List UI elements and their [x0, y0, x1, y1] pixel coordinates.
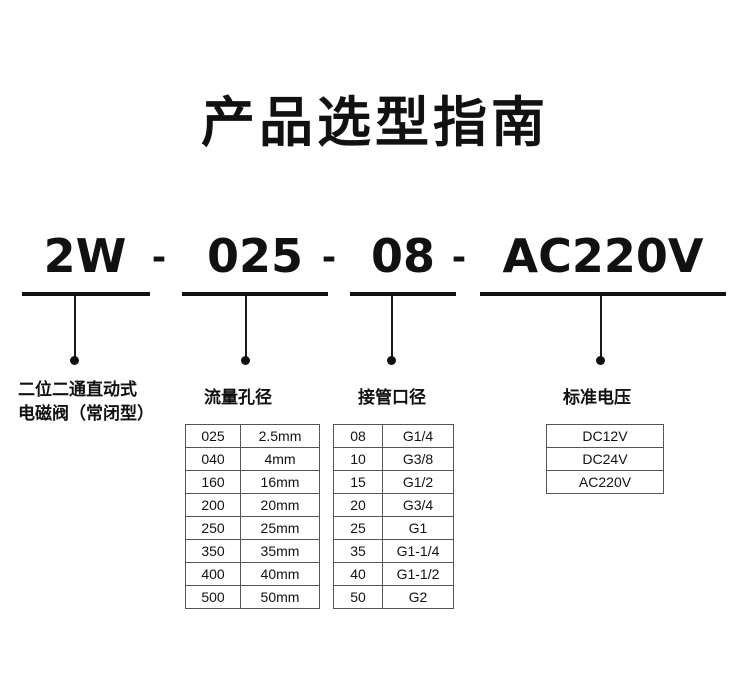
cell-code: 15: [333, 470, 383, 494]
cell-value: 50mm: [240, 585, 320, 609]
caption-voltage: 标准电压: [563, 388, 631, 408]
model-separator-1: -: [152, 232, 166, 279]
cell-code: 200: [185, 493, 241, 517]
cell-code: 500: [185, 585, 241, 609]
cell-value: G3/4: [382, 493, 454, 517]
underline-series: [22, 292, 150, 296]
model-code-row: 2W - 025 - 08 - AC220V: [0, 228, 750, 290]
table-row: DC24V: [546, 447, 664, 471]
cell-value: 16mm: [240, 470, 320, 494]
leader-dot-voltage: [596, 356, 605, 365]
model-segment-series: 2W: [43, 229, 127, 283]
cell-code: 10: [333, 447, 383, 471]
table-row: AC220V: [546, 470, 664, 494]
cell-value: 4mm: [240, 447, 320, 471]
model-separator-3: -: [452, 232, 466, 279]
cell-code: 08: [333, 424, 383, 448]
leader-dot-port: [387, 356, 396, 365]
cell-code: DC12V: [546, 424, 664, 448]
leader-dot-series: [70, 356, 79, 365]
leader-line-series: [74, 296, 76, 360]
cell-value: 40mm: [240, 562, 320, 586]
model-segment-flow: 025: [206, 229, 304, 283]
cell-code: 20: [333, 493, 383, 517]
cell-value: G1-1/4: [382, 539, 454, 563]
caption-series-line1: 二位二通直动式: [18, 380, 137, 400]
caption-series-line2: 电磁阀（常闭型）: [18, 404, 154, 424]
cell-value: G1/2: [382, 470, 454, 494]
caption-flow: 流量孔径: [204, 388, 272, 408]
cell-code: 350: [185, 539, 241, 563]
cell-code: 025: [185, 424, 241, 448]
cell-code: 250: [185, 516, 241, 540]
cell-code: DC24V: [546, 447, 664, 471]
underline-voltage: [480, 292, 726, 296]
caption-port: 接管口径: [358, 388, 426, 408]
leader-line-flow: [245, 296, 247, 360]
cell-value: G3/8: [382, 447, 454, 471]
model-segment-voltage: AC220V: [502, 229, 704, 283]
cell-value: G1: [382, 516, 454, 540]
cell-code: 160: [185, 470, 241, 494]
cell-code: 50: [333, 585, 383, 609]
cell-value: G2: [382, 585, 454, 609]
page-title: 产品选型指南: [201, 91, 549, 154]
cell-code: 25: [333, 516, 383, 540]
cell-code: AC220V: [546, 470, 664, 494]
leader-line-port: [391, 296, 393, 360]
model-separator-2: -: [322, 232, 336, 279]
model-segment-port: 08: [370, 229, 435, 283]
cell-value: 25mm: [240, 516, 320, 540]
cell-code: 35: [333, 539, 383, 563]
cell-code: 040: [185, 447, 241, 471]
leader-line-voltage: [600, 296, 602, 360]
cell-value: G1/4: [382, 424, 454, 448]
cell-value: 2.5mm: [240, 424, 320, 448]
underline-port: [350, 292, 456, 296]
cell-value: 35mm: [240, 539, 320, 563]
cell-code: 40: [333, 562, 383, 586]
underline-flow: [182, 292, 328, 296]
leader-dot-flow: [241, 356, 250, 365]
cell-value: 20mm: [240, 493, 320, 517]
cell-value: G1-1/2: [382, 562, 454, 586]
cell-code: 400: [185, 562, 241, 586]
table-row: DC12V: [546, 424, 664, 448]
